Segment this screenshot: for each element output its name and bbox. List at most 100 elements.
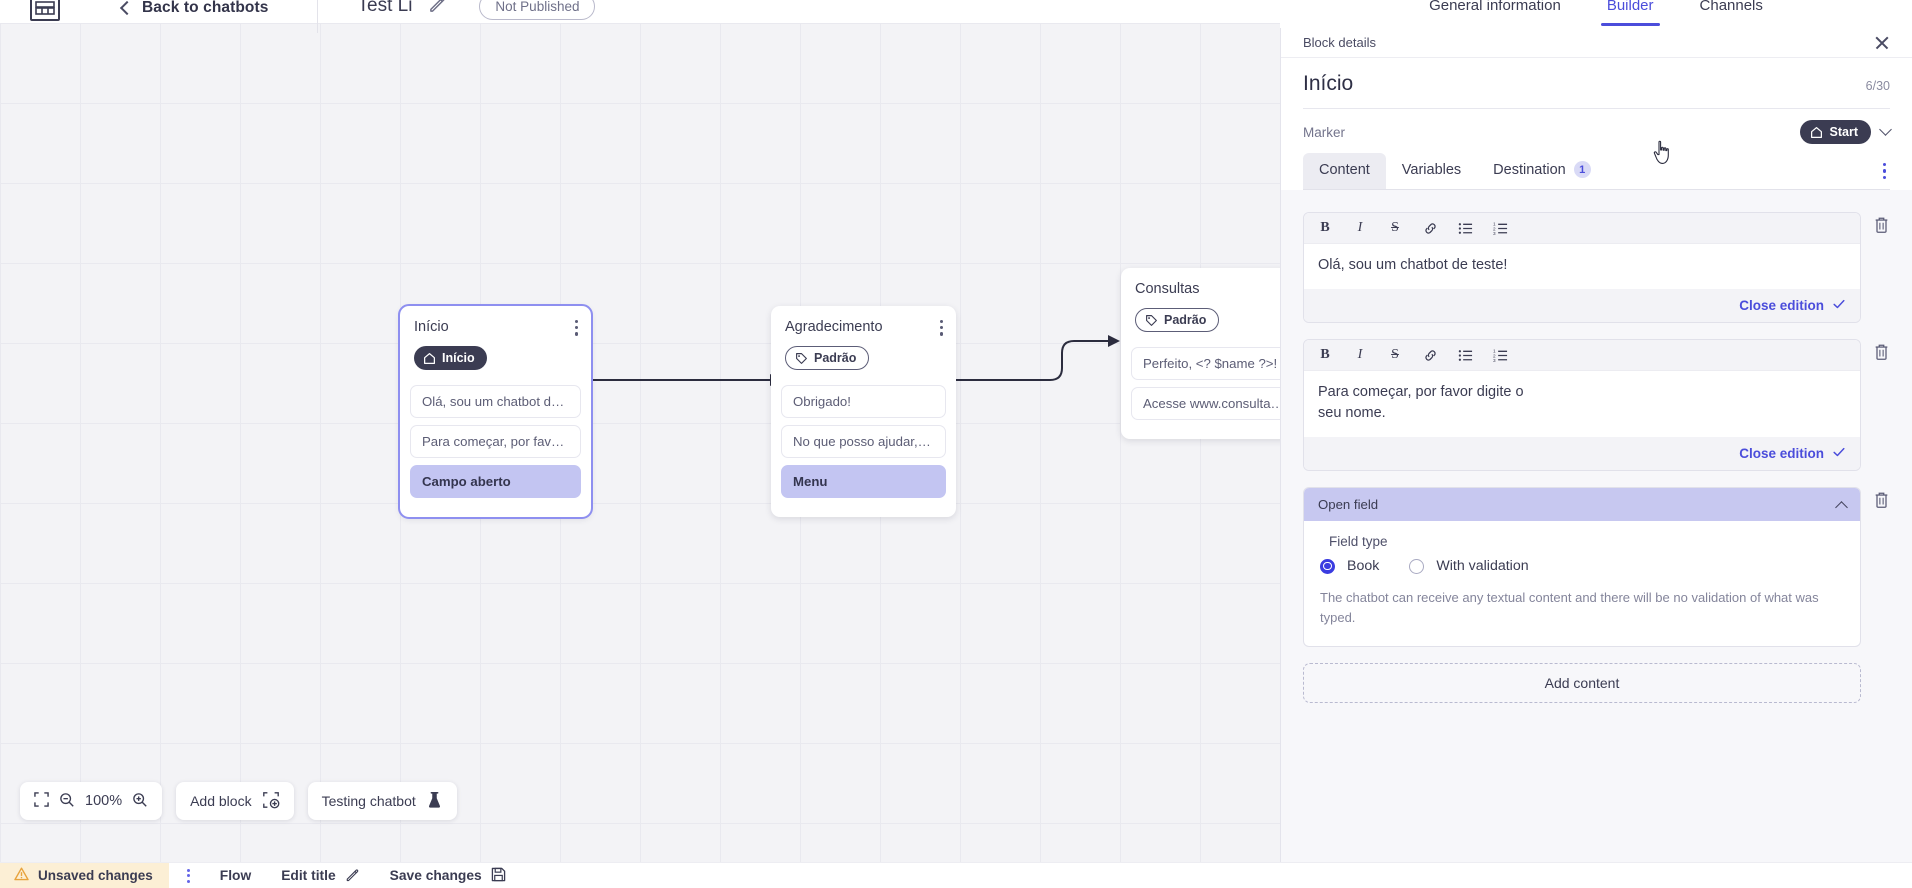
destination-count-badge: 1 (1573, 161, 1591, 178)
status-bar: Unsaved changes Flow Edit title Save cha… (0, 862, 1912, 888)
editor-text-1[interactable]: Olá, sou um chatbot de teste! (1304, 244, 1860, 290)
flow-node-agradecimento[interactable]: Agradecimento Padrão Obrigado! No que po… (771, 306, 956, 517)
node-body: Perfeito, <? $name ?>! Acesse www.consul… (1121, 341, 1311, 439)
zoom-control-group: 100% (20, 782, 163, 820)
chevron-down-icon[interactable] (1879, 122, 1892, 136)
zoom-in-icon[interactable] (132, 792, 148, 811)
block-details-panel: Block details Início 6/30 Marker Start (1280, 28, 1912, 888)
delete-content-block-1-icon[interactable] (1873, 212, 1890, 239)
open-field-description: The chatbot can receive any textual cont… (1320, 590, 1819, 626)
nav-tab-builder[interactable]: Builder (1600, 0, 1660, 26)
add-block-label: Add block (190, 793, 252, 809)
editor-text-2[interactable]: Para começar, por favor digite o seu nom… (1304, 371, 1564, 438)
statusbar-save-changes-button[interactable]: Save changes (390, 867, 506, 885)
marker-start-pill[interactable]: Start (1799, 120, 1871, 144)
save-changes-label: Save changes (389, 868, 482, 883)
node-row[interactable]: Campo aberto (410, 465, 581, 498)
via-logo (30, 0, 60, 21)
delete-open-field-icon[interactable] (1873, 487, 1890, 514)
home-icon (1810, 126, 1822, 138)
italic-icon[interactable]: I (1357, 347, 1363, 363)
testing-chatbot-label: Testing chatbot (321, 793, 416, 809)
panel-topbar: Block details (1281, 28, 1912, 58)
strikethrough-icon[interactable]: S (1391, 220, 1399, 235)
marker-label: Marker (1303, 124, 1346, 140)
radio-book[interactable] (1320, 558, 1335, 574)
node-tag-label: Início (442, 351, 475, 365)
node-header: Início Início (400, 306, 591, 379)
node-kebab-menu-icon[interactable] (574, 320, 578, 336)
node-row[interactable]: Acesse www.consultas.com par... (1131, 387, 1301, 420)
edit-title-label: Edit title (281, 868, 336, 883)
node-row[interactable]: No que posso ajudar, <? $name ... (781, 425, 946, 458)
marker-row: Marker Start (1303, 109, 1892, 144)
chevron-up-icon[interactable] (1835, 501, 1848, 514)
edit-title-pencil-icon[interactable] (428, 0, 447, 18)
field-type-radio-group: Book With validation (1320, 558, 1844, 574)
flow-node-inicio[interactable]: Início Início Olá, sou um chatbot de tes… (398, 304, 593, 519)
radio-book-label[interactable]: Book (1347, 558, 1380, 575)
chatbot-title: Test Li (357, 0, 413, 16)
svg-text:3: 3 (1493, 231, 1496, 236)
fit-screen-icon[interactable] (34, 792, 49, 810)
radio-with-validation-label[interactable]: With validation (1436, 558, 1529, 575)
close-edition-button-2[interactable]: Close edition (1739, 446, 1824, 462)
panel-tab-destination[interactable]: Destination 1 (1477, 152, 1607, 190)
node-tag-padrao: Padrão (785, 346, 870, 370)
zoom-out-icon[interactable] (59, 792, 75, 811)
warning-triangle-icon (14, 867, 29, 884)
open-field-header[interactable]: Open field (1304, 488, 1860, 522)
marker-value: Start (1829, 125, 1858, 139)
publish-status-badge: Not Published (479, 0, 596, 20)
svg-text:3: 3 (1493, 358, 1496, 363)
close-icon[interactable] (1874, 35, 1890, 51)
statusbar-kebab-menu-icon[interactable] (186, 868, 190, 883)
panel-tabs: Content Variables Destination 1 (1281, 144, 1912, 190)
node-kebab-menu-icon[interactable] (939, 320, 943, 336)
add-content-button[interactable]: Add content (1303, 663, 1861, 704)
bullet-list-icon[interactable] (1457, 220, 1473, 236)
close-edition-button-1[interactable]: Close edition (1739, 298, 1824, 314)
statusbar-flow-button[interactable]: Flow (220, 868, 251, 883)
bullet-list-icon[interactable] (1457, 347, 1473, 363)
field-type-label: Field type (1329, 534, 1388, 550)
node-tag-label: Padrão (1164, 313, 1207, 327)
nav-tab-channels[interactable]: Channels (1699, 0, 1763, 14)
node-body: Olá, sou um chatbot de teste! Para começ… (400, 379, 591, 517)
strikethrough-icon[interactable]: S (1391, 347, 1399, 363)
zoom-level-label: 100% (85, 793, 123, 809)
panel-tab-variables-label: Variables (1401, 161, 1462, 178)
node-row[interactable]: Menu (781, 465, 946, 498)
italic-icon[interactable]: I (1357, 220, 1363, 235)
panel-tab-variables[interactable]: Variables (1386, 153, 1477, 190)
panel-tab-content[interactable]: Content (1303, 152, 1386, 190)
radio-with-validation[interactable] (1409, 558, 1425, 574)
bold-icon[interactable]: B (1320, 347, 1330, 363)
node-row[interactable]: Para começar, por favor digite o ... (410, 425, 581, 458)
statusbar-edit-title-button[interactable]: Edit title (281, 867, 359, 885)
chevron-left-icon (119, 0, 135, 15)
delete-content-block-2-icon[interactable] (1873, 339, 1890, 366)
link-icon[interactable] (1422, 220, 1438, 236)
editor-footer-2: Close edition (1304, 437, 1860, 471)
link-icon[interactable] (1422, 347, 1438, 363)
back-to-chatbots-link[interactable]: Back to chatbots (119, 0, 269, 17)
node-row[interactable]: Obrigado! (781, 385, 946, 418)
node-row[interactable]: Olá, sou um chatbot de teste! (410, 385, 581, 418)
bold-icon[interactable]: B (1320, 220, 1330, 235)
testing-chatbot-button[interactable]: Testing chatbot (307, 782, 457, 820)
panel-tabs-kebab-menu-icon[interactable] (1879, 153, 1890, 189)
panel-header: Início 6/30 Marker Start (1281, 58, 1912, 144)
unsaved-changes-label: Unsaved changes (38, 868, 153, 883)
add-block-button[interactable]: Add block (176, 782, 294, 820)
nav-tab-general-information[interactable]: General information (1429, 0, 1561, 14)
flow-node-consultas[interactable]: Consultas Padrão Perfeito, <? $name ?>! … (1121, 268, 1311, 439)
node-row[interactable]: Perfeito, <? $name ?>! (1131, 347, 1301, 380)
